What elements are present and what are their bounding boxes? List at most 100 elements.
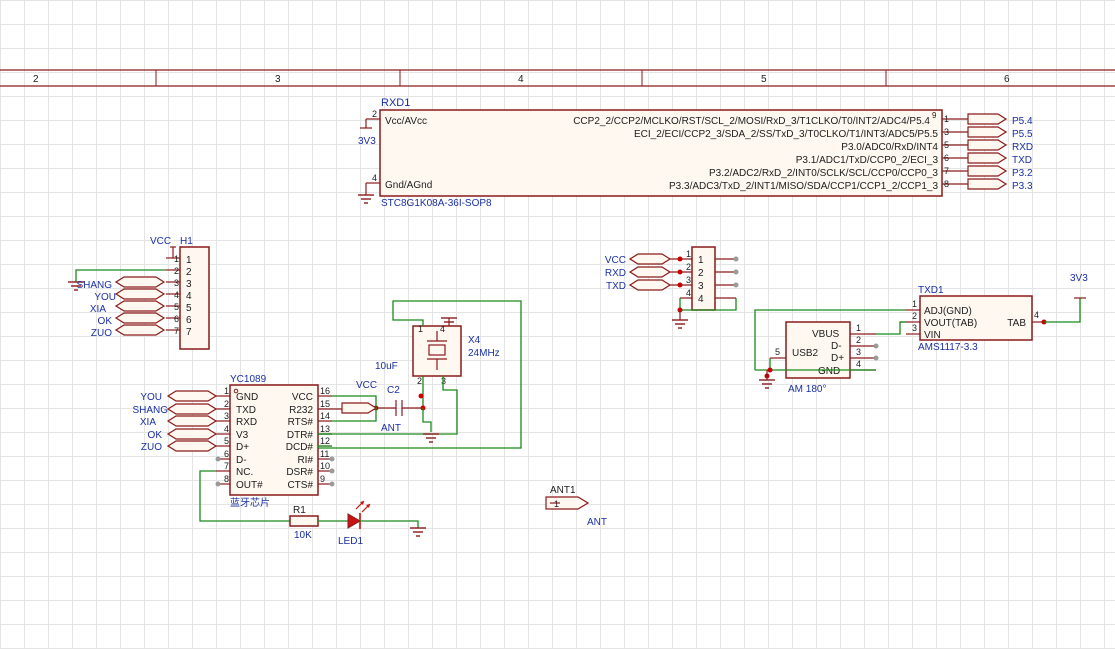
- pin-number: 10: [320, 461, 330, 471]
- pin-number: 4: [686, 288, 691, 298]
- pin-number: 1: [174, 254, 179, 264]
- pin-name: ADJ(GND): [924, 306, 972, 317]
- sheet-border: 2 3 4 5 6: [0, 69, 1115, 87]
- pin-number: 12: [320, 436, 330, 446]
- pin-name: 4: [186, 291, 192, 302]
- net-label: OK: [98, 316, 113, 327]
- pin-name: DTR#: [287, 430, 314, 441]
- pin-name: RXD: [236, 417, 257, 428]
- led-icon: [347, 513, 361, 529]
- pin-number: 15: [320, 399, 330, 409]
- pin-number: 2: [912, 311, 917, 321]
- pin-number: 5: [224, 436, 229, 446]
- h1-net-flags: [114, 276, 166, 336]
- net-label: YOU: [140, 392, 162, 403]
- pin-name: 1: [698, 255, 704, 266]
- pin-number: 7: [944, 166, 949, 176]
- power-3v3-label: 3V3: [1070, 273, 1088, 284]
- net-label: TXD: [606, 281, 626, 292]
- pin-number: 3: [174, 278, 179, 288]
- pin-number: 14: [320, 411, 330, 421]
- pin-number: 4: [1034, 310, 1039, 320]
- mcu-rxd1[interactable]: RXD1 2 4 Vcc/AVcc Gnd/AGnd 3V3 STC8G1K08…: [358, 97, 1033, 209]
- yc1089-vcc-label: VCC: [356, 380, 377, 391]
- pin-number: 2: [174, 266, 179, 276]
- pin-number: 5: [174, 302, 179, 312]
- pin-number: 6: [944, 153, 949, 163]
- pin-name: D+: [236, 442, 249, 453]
- pin-name: 7: [186, 327, 192, 338]
- pin-name: D-: [236, 455, 247, 466]
- pin-number: 1: [856, 323, 861, 333]
- border-column-label: 5: [761, 74, 767, 85]
- led-led1[interactable]: LED1: [338, 500, 426, 547]
- regulator-txd1[interactable]: TXD1 ADJ(GND) VOUT(TAB) VIN TAB 1 2 3 4 …: [754, 273, 1088, 370]
- pin-name: 1: [186, 255, 192, 266]
- chip-left-pins: [216, 395, 230, 485]
- net-label: XIA: [90, 304, 106, 315]
- pin-name: D-: [831, 341, 842, 352]
- pin-name: RTS#: [288, 417, 314, 428]
- pin-name: RI#: [297, 455, 313, 466]
- pin-name: CTS#: [287, 480, 313, 491]
- usb-connector-usb2[interactable]: VBUS D- D+ GND USB2 AM 180° 1 2 3 4 5: [755, 321, 906, 395]
- program-header[interactable]: VCC RXD TXD 1 2 3 4 1 2 3 4: [605, 246, 739, 329]
- net-label: RXD: [1012, 142, 1033, 153]
- usb2-part: AM 180°: [788, 384, 826, 395]
- pin-name: GND: [236, 392, 258, 403]
- pin-number: 6: [174, 314, 179, 324]
- ground-icon: [672, 319, 688, 329]
- ground-icon: [410, 527, 426, 537]
- pin-number: 9: [932, 111, 937, 120]
- net-label: P5.4: [1012, 116, 1033, 127]
- x4-value: 24MHz: [468, 348, 500, 359]
- pin-number: 2: [856, 335, 861, 345]
- pin-name: ECI_2/ECI/CCP2_3/SDA_2/SS/TxD_3/T0CLKO/T…: [634, 129, 938, 140]
- net-label: OK: [148, 430, 163, 441]
- header-h1[interactable]: VCC H1 1 2 3 4 5 6 7 1 2 3 4 5 6 7: [68, 236, 210, 350]
- pin-name: VCC: [292, 392, 313, 403]
- ground-icon: [441, 317, 457, 323]
- pin-number: 4: [440, 324, 445, 334]
- pin-number: 3: [224, 411, 229, 421]
- pin-number: 2: [372, 109, 377, 119]
- regulator-body: [919, 295, 1033, 341]
- antenna-ant1[interactable]: ANT1 1 ANT: [545, 485, 607, 528]
- pin-number: 4: [174, 290, 179, 300]
- resistor-body: [289, 515, 319, 527]
- pin-number: 13: [320, 424, 330, 434]
- pin-number: 2: [224, 399, 229, 409]
- pin-number: 16: [320, 386, 330, 396]
- pin-number: 3: [944, 127, 949, 137]
- r1-ref: R1: [293, 505, 306, 516]
- c2-value: 10uF: [375, 361, 398, 372]
- net-label: P3.3: [1012, 181, 1033, 192]
- ant1-label: ANT: [587, 517, 607, 528]
- bluetooth-chip-yc1089[interactable]: YC1089 1 2 3 4 5 6 7 8 GND TXD RXD V3 D+…: [132, 374, 401, 522]
- ant1-ref: ANT1: [550, 485, 576, 496]
- pin-name: Vcc/AVcc: [385, 116, 427, 127]
- net-label: VCC: [605, 255, 626, 266]
- ground-icon: [759, 379, 775, 389]
- net-label: TXD: [1012, 155, 1032, 166]
- chip-body: [229, 384, 319, 496]
- ground-icon: [423, 433, 439, 443]
- pin-name: P3.3/ADC3/TxD_2/INT1/MISO/SDA/CCP1/CCP1_…: [669, 181, 938, 192]
- ground-icon: [68, 281, 84, 291]
- pin-name: OUT#: [236, 480, 263, 491]
- txd1-ref: TXD1: [918, 285, 944, 296]
- crystal-x4[interactable]: 1 4 2 3 X4 24MHz: [318, 300, 522, 449]
- resistor-r1[interactable]: R1 10K: [289, 505, 348, 541]
- pin-name: P3.1/ADC1/TxD/CCP0_2/ECI_3: [796, 155, 939, 166]
- pin-name: 4: [698, 294, 704, 305]
- usb2-ref: USB2: [792, 348, 819, 359]
- pin-name: VIN: [924, 330, 941, 341]
- chip-net-flags: [166, 390, 218, 452]
- net-flag: [628, 253, 672, 265]
- rxd1-part: STC8G1K08A-36I-SOP8: [381, 198, 492, 209]
- pin-number: 4: [372, 173, 377, 183]
- rxd1-ref: RXD1: [381, 97, 410, 109]
- net-label: ZUO: [91, 328, 112, 339]
- pin-name: GND: [818, 366, 840, 377]
